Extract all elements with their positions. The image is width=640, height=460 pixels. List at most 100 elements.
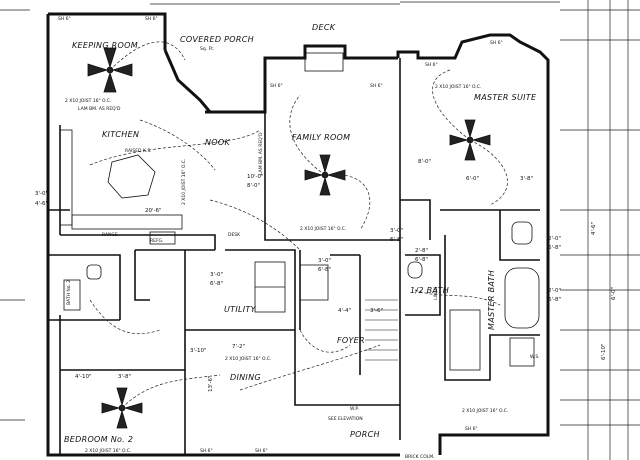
elevation-note: SEE ELEVATION bbox=[328, 416, 363, 422]
beam-note: LAM BM. AS REQ'D bbox=[78, 106, 121, 112]
toilet-half-bath bbox=[407, 261, 423, 279]
toilet-bath2 bbox=[86, 264, 102, 280]
dimension-label: 7'-2" bbox=[232, 344, 245, 350]
brick-column-note: BRICK COLM. bbox=[405, 454, 435, 460]
room-label-dining: DINING bbox=[230, 373, 261, 382]
room-label-nook: NOOK bbox=[205, 138, 230, 147]
kitchen-counter-bottom bbox=[71, 214, 183, 230]
room-label-deck: DECK bbox=[312, 23, 336, 32]
range-label: RANGE bbox=[102, 232, 118, 238]
dimension-label: 6'-8" bbox=[318, 267, 331, 273]
window-note: SH 6" bbox=[490, 40, 503, 46]
joist-note: 2 X10 JOIST 16" O.C. bbox=[462, 408, 508, 414]
raised-kitchen-island bbox=[107, 154, 156, 199]
joist-note: 2 X10 JOIST 16" O.C. bbox=[85, 448, 131, 454]
toilet-master bbox=[511, 221, 533, 245]
room-label-covered-porch: COVERED PORCH bbox=[180, 35, 254, 44]
room-label-family-room: FAMILY ROOM bbox=[292, 133, 350, 142]
dimension-label: 3'-0" bbox=[210, 272, 223, 278]
dimension-label: 6'-8" bbox=[210, 281, 223, 287]
fixtures bbox=[59, 52, 540, 371]
covered-porch-area: Sq. Ft. bbox=[200, 46, 214, 52]
plan-notes: SH 6" SH 6" SH 6" SH 6" SH 6" SH 6" SH 6… bbox=[58, 16, 540, 460]
tub-bath2 bbox=[63, 279, 81, 311]
joist-note: 2 X10 JOIST 16" O.C. bbox=[435, 84, 481, 90]
room-label-bath-2: BATH No. 2 bbox=[66, 280, 72, 305]
dimension-label: 2'-0" bbox=[548, 236, 561, 242]
dimension-label: 6'-8" bbox=[390, 237, 403, 243]
room-label-porch: PORCH bbox=[350, 430, 380, 439]
refrigerator bbox=[149, 231, 176, 245]
dimension-label: 2'-0" bbox=[548, 288, 561, 294]
wp-note: W.S. bbox=[530, 354, 540, 360]
dimension-label: 4'-6" bbox=[591, 222, 597, 235]
dimension-label: 6'-8" bbox=[548, 297, 561, 303]
joist-note: 2 X10 JOIST 16" O.C. bbox=[65, 98, 111, 104]
dimension-label: 8'-0" bbox=[418, 159, 431, 165]
electrical-wiring bbox=[89, 41, 508, 409]
window-note: SH 6" bbox=[465, 426, 478, 432]
window-note: SH 6" bbox=[255, 448, 268, 454]
room-label-foyer: FOYER bbox=[337, 336, 365, 345]
room-label-half-bath: 1/2 BATH bbox=[410, 286, 449, 295]
island-note: RAISED K.S. bbox=[125, 148, 152, 154]
dimension-label: 6'-0" bbox=[466, 176, 479, 182]
refrigerator-label: REFG. bbox=[150, 238, 163, 244]
kitchen-counter-left bbox=[59, 129, 73, 226]
ceiling-fan-icon-bedroom bbox=[101, 387, 143, 429]
dimension-label: 6'-0" bbox=[611, 287, 617, 300]
joist-note: 2 X10 JOIST 16" O.C. bbox=[300, 226, 346, 232]
dimension-label: 10'-0" bbox=[247, 174, 264, 180]
exterior-walls bbox=[46, 12, 550, 457]
dimension-label: 3'-6" bbox=[370, 308, 383, 314]
master-vanity bbox=[449, 309, 481, 371]
dimension-label: 2'-8" bbox=[415, 248, 428, 254]
room-label-utility: UTILITY bbox=[224, 305, 257, 314]
room-label-kitchen: KITCHEN bbox=[102, 130, 139, 139]
master-tub bbox=[504, 267, 540, 329]
room-labels: KEEPING ROOM COVERED PORCH Sq. Ft. DECK … bbox=[64, 23, 537, 444]
window-note: SH 6" bbox=[145, 16, 158, 22]
dimension-label: 3'-0" bbox=[390, 228, 403, 234]
wp-note: W.P. bbox=[350, 406, 359, 412]
foyer-stair-landing bbox=[299, 264, 329, 301]
dimension-label: 3'-0" bbox=[318, 258, 331, 264]
window-note: SH 6" bbox=[58, 16, 71, 22]
dimension-label: 8'-0" bbox=[247, 183, 260, 189]
ceiling-fans bbox=[87, 47, 491, 429]
dimension-label: 4'-4" bbox=[338, 308, 351, 314]
ceiling-fan-icon-family bbox=[304, 154, 346, 196]
window-note: SH 6" bbox=[425, 62, 438, 68]
linen-note: LINEN bbox=[433, 287, 439, 300]
desk-label: DESK bbox=[228, 232, 241, 238]
dimension-labels: 3'-0" 4'-6" 20'-6" 10'-0" 8'-0" 6'-0" 8'… bbox=[35, 159, 617, 392]
dimension-label: 20'-6" bbox=[145, 208, 162, 214]
window-note: SH 6" bbox=[370, 83, 383, 89]
room-label-bedroom-2: BEDROOM No. 2 bbox=[64, 435, 133, 444]
room-label-master-suite: MASTER SUITE bbox=[474, 93, 537, 102]
room-label-master-bath: MASTER BATH bbox=[487, 270, 496, 330]
dimension-label: 3'-8" bbox=[520, 176, 533, 182]
dimension-label: 6'-10" bbox=[601, 343, 607, 360]
staircase bbox=[365, 299, 398, 361]
room-label-keeping-room: KEEPING ROOM bbox=[72, 41, 138, 50]
dimension-label: 3'-8" bbox=[118, 374, 131, 380]
joist-note: 2 X10 JOIST 16" O.C. bbox=[225, 356, 271, 362]
fireplace bbox=[304, 52, 344, 72]
beam-note: LAM BM. AS REQ'D bbox=[258, 132, 264, 175]
interior-walls bbox=[48, 58, 540, 455]
window-note: SH 6" bbox=[270, 83, 283, 89]
dimension-label: 4'-6" bbox=[35, 201, 48, 207]
dimension-label: 3'-0" bbox=[35, 191, 48, 197]
dimension-label: 4'-10" bbox=[75, 374, 92, 380]
dimension-label: 6'-8" bbox=[415, 257, 428, 263]
shower bbox=[509, 337, 535, 367]
dimension-label: 6'-8" bbox=[548, 245, 561, 251]
dimension-label: 3'-10" bbox=[190, 348, 207, 354]
joist-note: 2 X10 JOIST 16" O.C. bbox=[181, 159, 187, 205]
window-note: SH 6" bbox=[200, 448, 213, 454]
ceiling-fan-icon-keeping bbox=[87, 47, 133, 93]
dimension-label: 13'-6" bbox=[208, 375, 214, 392]
